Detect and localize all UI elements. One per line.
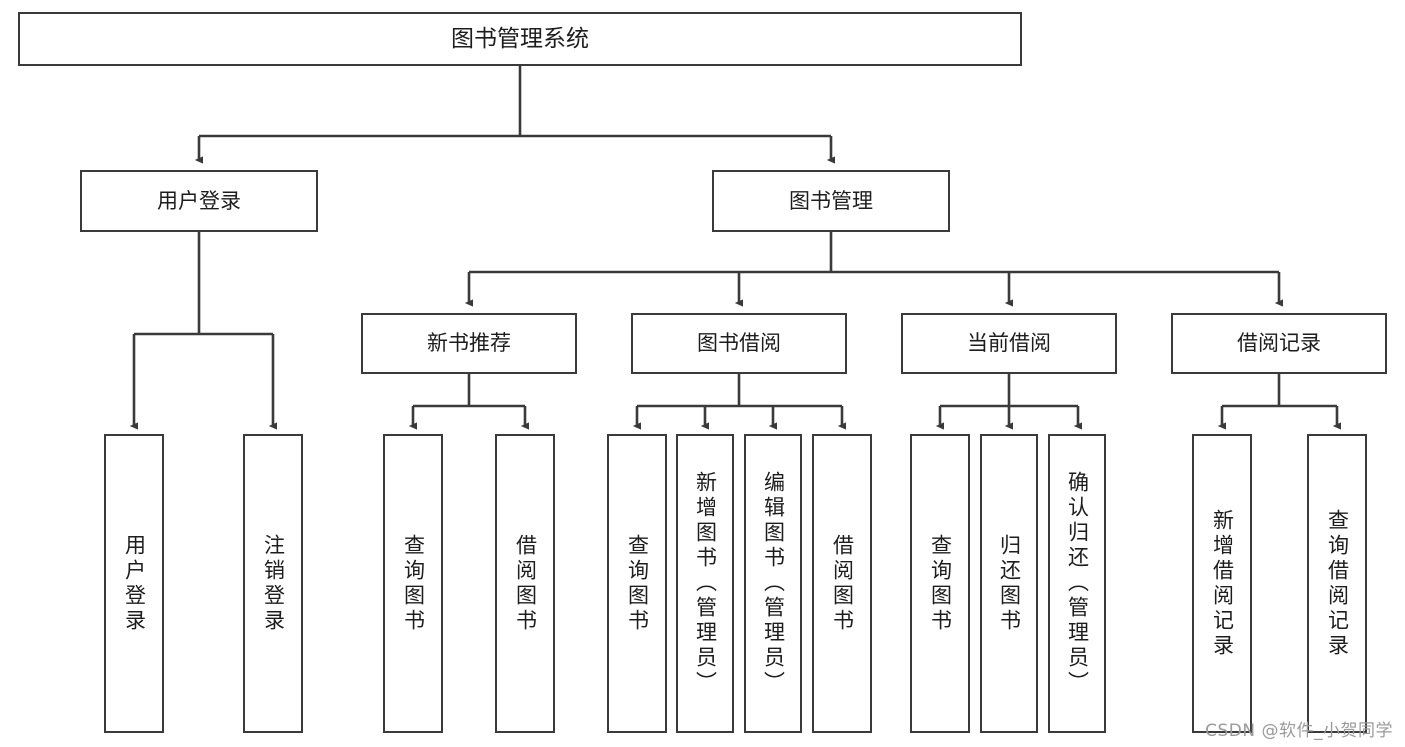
node-label: 编辑图书（管理员） — [761, 471, 786, 696]
node-label: 新书推荐 — [427, 331, 511, 356]
node-label: 注销登录 — [261, 533, 286, 634]
node-label: 查询图书 — [625, 533, 650, 634]
node-root-system[interactable]: 图书管理系统 — [18, 12, 1022, 66]
node-label: 查询图书 — [928, 533, 953, 634]
leaf-book-borrow-borrow[interactable]: 借阅图书 — [812, 434, 872, 733]
node-label: 新增图书（管理员） — [693, 471, 718, 696]
leaf-book-borrow-edit[interactable]: 编辑图书（管理员） — [744, 434, 802, 733]
leaf-book-borrow-add[interactable]: 新增图书（管理员） — [676, 434, 734, 733]
leaf-borrow-record-query[interactable]: 查询借阅记录 — [1307, 434, 1367, 733]
node-label: 借阅图书 — [513, 533, 538, 634]
node-label: 用户登录 — [122, 533, 147, 634]
node-borrow-record[interactable]: 借阅记录 — [1171, 313, 1387, 374]
node-new-book-recommend[interactable]: 新书推荐 — [361, 313, 577, 374]
node-label: 归还图书 — [997, 533, 1022, 634]
node-book-borrow[interactable]: 图书借阅 — [631, 313, 847, 374]
node-label: 图书管理系统 — [451, 25, 589, 52]
leaf-current-borrow-return[interactable]: 归还图书 — [980, 434, 1038, 733]
node-label: 查询借阅记录 — [1325, 508, 1350, 659]
node-label: 确认归还（管理员） — [1065, 471, 1090, 696]
node-user-login[interactable]: 用户登录 — [80, 170, 318, 232]
leaf-current-borrow-confirm-return[interactable]: 确认归还（管理员） — [1048, 434, 1106, 733]
node-label: 图书借阅 — [697, 331, 781, 356]
csdn-watermark: CSDN @软件_小贺同学 — [1205, 721, 1393, 741]
leaf-user-login-login[interactable]: 用户登录 — [104, 434, 164, 733]
leaf-book-borrow-query[interactable]: 查询图书 — [607, 434, 667, 733]
leaf-current-borrow-query[interactable]: 查询图书 — [910, 434, 970, 733]
node-current-borrow[interactable]: 当前借阅 — [901, 313, 1117, 374]
node-label: 借阅图书 — [830, 533, 855, 634]
leaf-new-book-borrow[interactable]: 借阅图书 — [495, 434, 555, 733]
leaf-user-login-logout[interactable]: 注销登录 — [243, 434, 303, 733]
node-label: 新增借阅记录 — [1210, 508, 1235, 659]
leaf-new-book-query[interactable]: 查询图书 — [383, 434, 443, 733]
leaf-borrow-record-add[interactable]: 新增借阅记录 — [1192, 434, 1252, 733]
node-label: 查询图书 — [401, 533, 426, 634]
node-label: 用户登录 — [157, 188, 241, 213]
node-label: 当前借阅 — [967, 331, 1051, 356]
node-book-management[interactable]: 图书管理 — [712, 170, 950, 232]
node-label: 图书管理 — [789, 188, 873, 213]
node-label: 借阅记录 — [1237, 331, 1321, 356]
